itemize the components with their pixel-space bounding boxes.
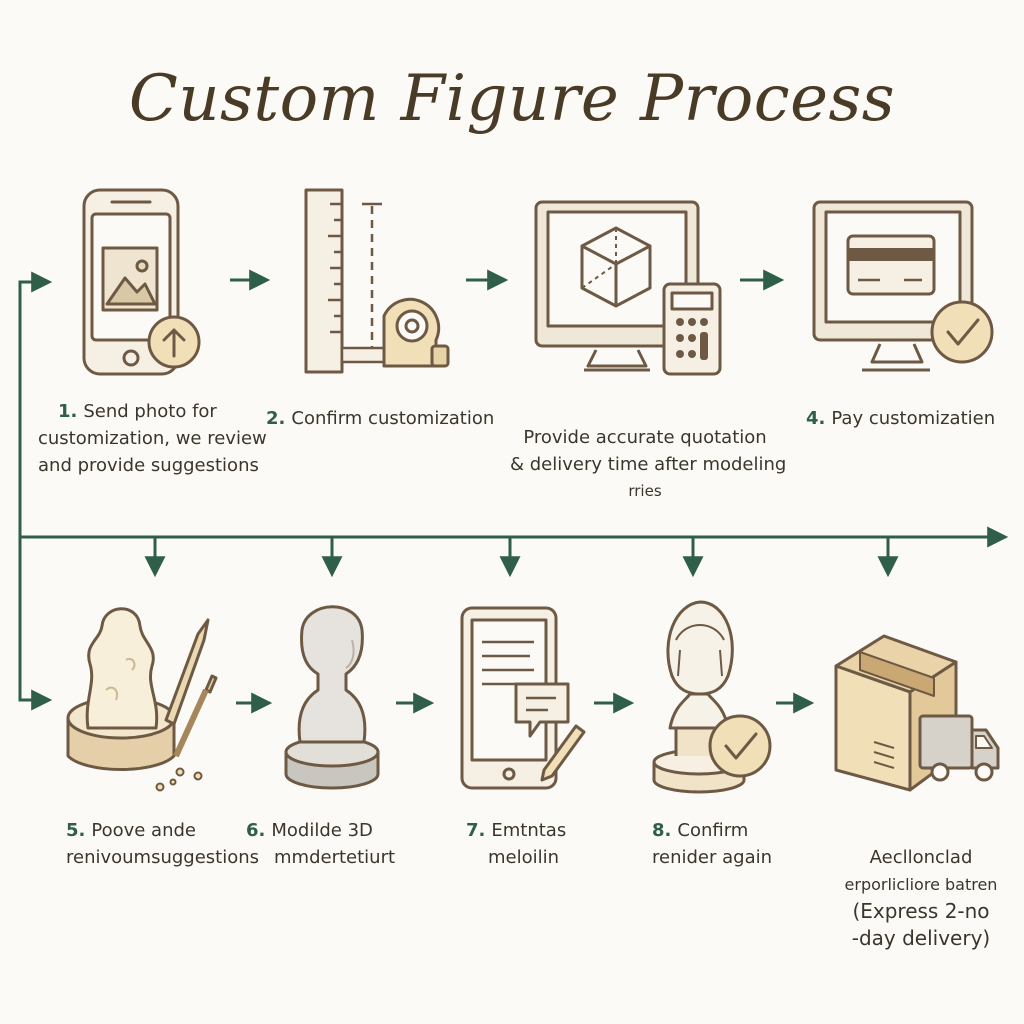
step-5-line-1: Poove ande — [91, 820, 196, 841]
step-3-caption: Provide accurate quotation & delivery ti… — [510, 397, 787, 505]
monitor-card-check-icon — [812, 200, 994, 372]
step-5-line-2: renivoumsuggestions — [66, 847, 260, 868]
clay-sculpt-tools-icon — [66, 607, 218, 792]
step-3-line-2: & delivery time after modeling — [510, 454, 787, 475]
step-4-number: 4. — [806, 408, 826, 429]
step-5-caption: 5.Poove ande renivoumsuggestions — [66, 817, 259, 871]
step-1-number: 1. — [58, 401, 78, 422]
step-6-line-2: mmdertetiurt — [274, 847, 396, 868]
step-3-line-1: Provide accurate quotation — [523, 427, 767, 448]
step-9-line-1: Aecllonclad — [869, 847, 973, 868]
step-1-caption: 1.Send photo for customization, we revie… — [38, 398, 267, 479]
page-title: Custom Figure Process — [128, 62, 896, 136]
step-2-caption: 2.Confirm customization — [266, 405, 494, 432]
step-7-line-1: Emtntas — [491, 820, 567, 841]
step-1-line-3: and provide suggestions — [38, 455, 259, 476]
step-5-number: 5. — [66, 820, 86, 841]
step-1-line-1: Send photo for — [83, 401, 217, 422]
gray-bust-model-icon — [284, 605, 380, 790]
step-9-line-2: erporlicliore batren — [844, 875, 998, 894]
step-6-line-1: Modilde 3D — [271, 820, 373, 841]
step-2-line-1: Confirm customization — [291, 408, 495, 429]
step-9-caption: Aecllonclad erporlicliore batren (Expres… — [826, 817, 1016, 952]
phone-photo-upload-icon — [82, 188, 201, 376]
step-2-number: 2. — [266, 408, 286, 429]
monitor-cube-calculator-icon — [534, 200, 722, 376]
ruler-tape-measure-icon — [304, 188, 450, 374]
step-6-number: 6. — [246, 820, 266, 841]
step-6-caption: 6.Modilde 3D mmdertetiurt — [246, 817, 395, 871]
connector-lines — [18, 269, 1009, 714]
step-3-line-3: rriеs — [628, 482, 662, 500]
step-8-line-1: Confirm — [677, 820, 749, 841]
step-8-number: 8. — [652, 820, 672, 841]
step-8-caption: 8.Confirm renider again — [652, 817, 772, 871]
left-bracket-line — [18, 280, 48, 702]
tablet-edit-chat-icon — [460, 606, 586, 790]
step-7-number: 7. — [466, 820, 486, 841]
step-9-line-4: -day delivery) — [851, 926, 991, 950]
box-delivery-truck-icon — [834, 634, 1000, 792]
step-8-line-2: renider again — [652, 847, 773, 868]
step-1-line-2: customization, we review — [38, 428, 267, 449]
figure-render-check-icon — [652, 600, 772, 794]
step-7-line-2: meloilin — [488, 847, 560, 868]
step-4-line-1: Pay customizatien — [831, 408, 996, 429]
step-7-caption: 7.Emtntas meloilin — [466, 817, 566, 871]
step-4-caption: 4.Pay customizatien — [806, 405, 995, 432]
step-9-line-3: (Express 2-no — [852, 899, 990, 923]
